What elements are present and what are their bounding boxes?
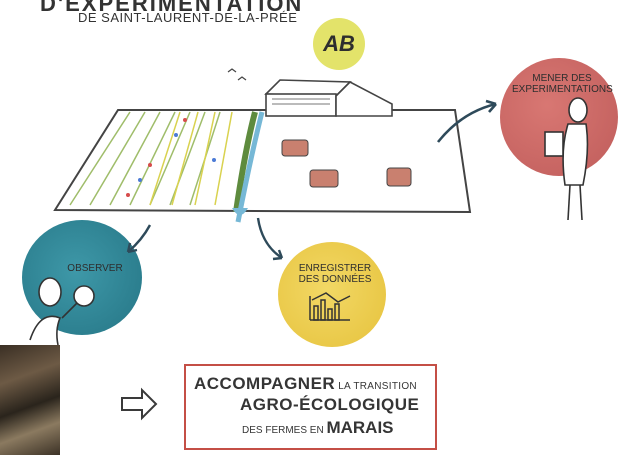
record-label-line2: DES DONNÉES (298, 274, 372, 285)
arrow-to-experiment (436, 102, 497, 143)
goal-line-2: AGRO-ÉCOLOGIQUE (240, 395, 420, 414)
record-label-line1: ENREGISTRER (298, 263, 372, 274)
cows (281, 139, 412, 188)
badge-label: AB (323, 31, 355, 56)
observe-label: OBSERVER (67, 263, 123, 274)
goal-line-3: DES FERMES EN MARAIS (242, 418, 394, 438)
goal-line-1-big: ACCOMPAGNER (194, 374, 336, 393)
subtitle: DE SAINT-LAURENT-DE-LA-PRÉE (78, 10, 298, 25)
experiment-label: MENER DES EXPERIMENTATIONS (512, 73, 613, 95)
record-label: ENREGISTRER DES DONNÉES (290, 263, 380, 285)
crop-rows (69, 111, 221, 206)
organic-ab-badge: AB (313, 18, 365, 70)
bird (237, 76, 247, 81)
arrow-to-goal (121, 387, 158, 421)
data-chart-icon (309, 292, 351, 321)
observer-figure (29, 277, 95, 346)
arrow-to-data (256, 217, 283, 260)
barn (264, 79, 393, 117)
hedge (233, 111, 258, 213)
field-outline (53, 109, 472, 214)
crop-rows-yellow (149, 111, 233, 206)
greenhouse-photo (0, 345, 60, 455)
experimenter-figure (544, 97, 589, 221)
page-title: D'EXPÉRIMENTATION (40, 0, 304, 16)
goal-line-3-small: DES FERMES EN (242, 425, 324, 436)
goal-line-3-big: MARAIS (326, 418, 394, 437)
data-blob (278, 242, 386, 347)
goal-line-1-small: LA TRANSITION (338, 381, 417, 392)
bird (227, 68, 237, 73)
observe-blob (22, 220, 142, 335)
flowers (126, 118, 216, 197)
arrow-to-observe (127, 224, 152, 253)
